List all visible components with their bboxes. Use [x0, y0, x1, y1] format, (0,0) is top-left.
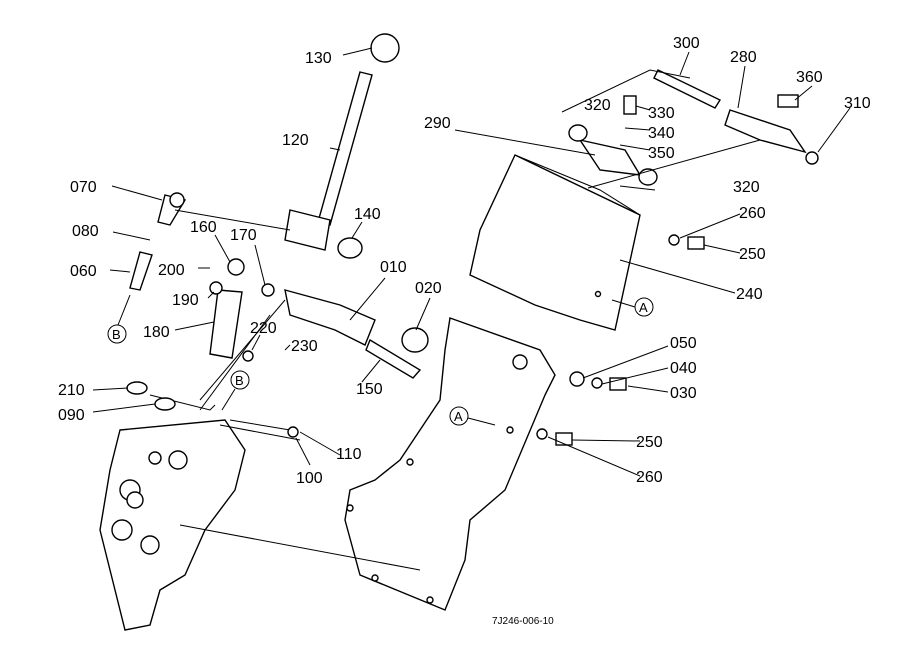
knob	[370, 33, 400, 63]
callout-110: 110	[336, 446, 362, 463]
callout-080: 080	[72, 223, 99, 240]
callout-260: 260	[739, 205, 766, 222]
callout-280: 280	[730, 49, 757, 66]
callout-360: 360	[796, 69, 823, 86]
callout-010: 010	[380, 259, 407, 276]
callout-220: 220	[250, 320, 277, 337]
callout-230: 230	[291, 338, 318, 355]
callout-170: 170	[230, 227, 257, 244]
ref-mark-a: A	[639, 300, 648, 315]
callout-120: 120	[282, 132, 309, 149]
callout-260: 260	[636, 469, 663, 486]
callout-050: 050	[670, 335, 697, 352]
callout-040: 040	[670, 360, 697, 377]
callout-290: 290	[424, 115, 451, 132]
callout-210: 210	[58, 382, 85, 399]
ref-mark-b: B	[112, 327, 121, 342]
control-valve	[99, 419, 246, 631]
callout-310: 310	[844, 95, 871, 112]
callout-320: 320	[584, 97, 611, 114]
callout-070: 070	[70, 179, 97, 196]
callout-180: 180	[143, 324, 170, 341]
callout-200: 200	[158, 262, 185, 279]
callout-150: 150	[356, 381, 383, 398]
callout-340: 340	[648, 125, 675, 142]
lever-rod	[317, 71, 373, 226]
drawing-code: 7J246-006-10	[492, 616, 554, 627]
callout-330: 330	[648, 105, 675, 122]
callout-090: 090	[58, 407, 85, 424]
ref-mark-a: A	[454, 409, 463, 424]
callout-130: 130	[305, 50, 332, 67]
callout-320: 320	[733, 179, 760, 196]
callout-240: 240	[736, 286, 763, 303]
ref-mark-b: B	[235, 373, 244, 388]
bracket-plate	[344, 317, 556, 611]
callout-060: 060	[70, 263, 97, 280]
cover	[469, 154, 641, 331]
callout-190: 190	[172, 292, 199, 309]
callout-100: 100	[296, 470, 323, 487]
callout-160: 160	[190, 219, 217, 236]
callout-250: 250	[636, 434, 663, 451]
callout-030: 030	[670, 385, 697, 402]
callout-300: 300	[673, 35, 700, 52]
callout-250: 250	[739, 246, 766, 263]
callout-020: 020	[415, 280, 442, 297]
callout-350: 350	[648, 145, 675, 162]
callout-140: 140	[354, 206, 381, 223]
